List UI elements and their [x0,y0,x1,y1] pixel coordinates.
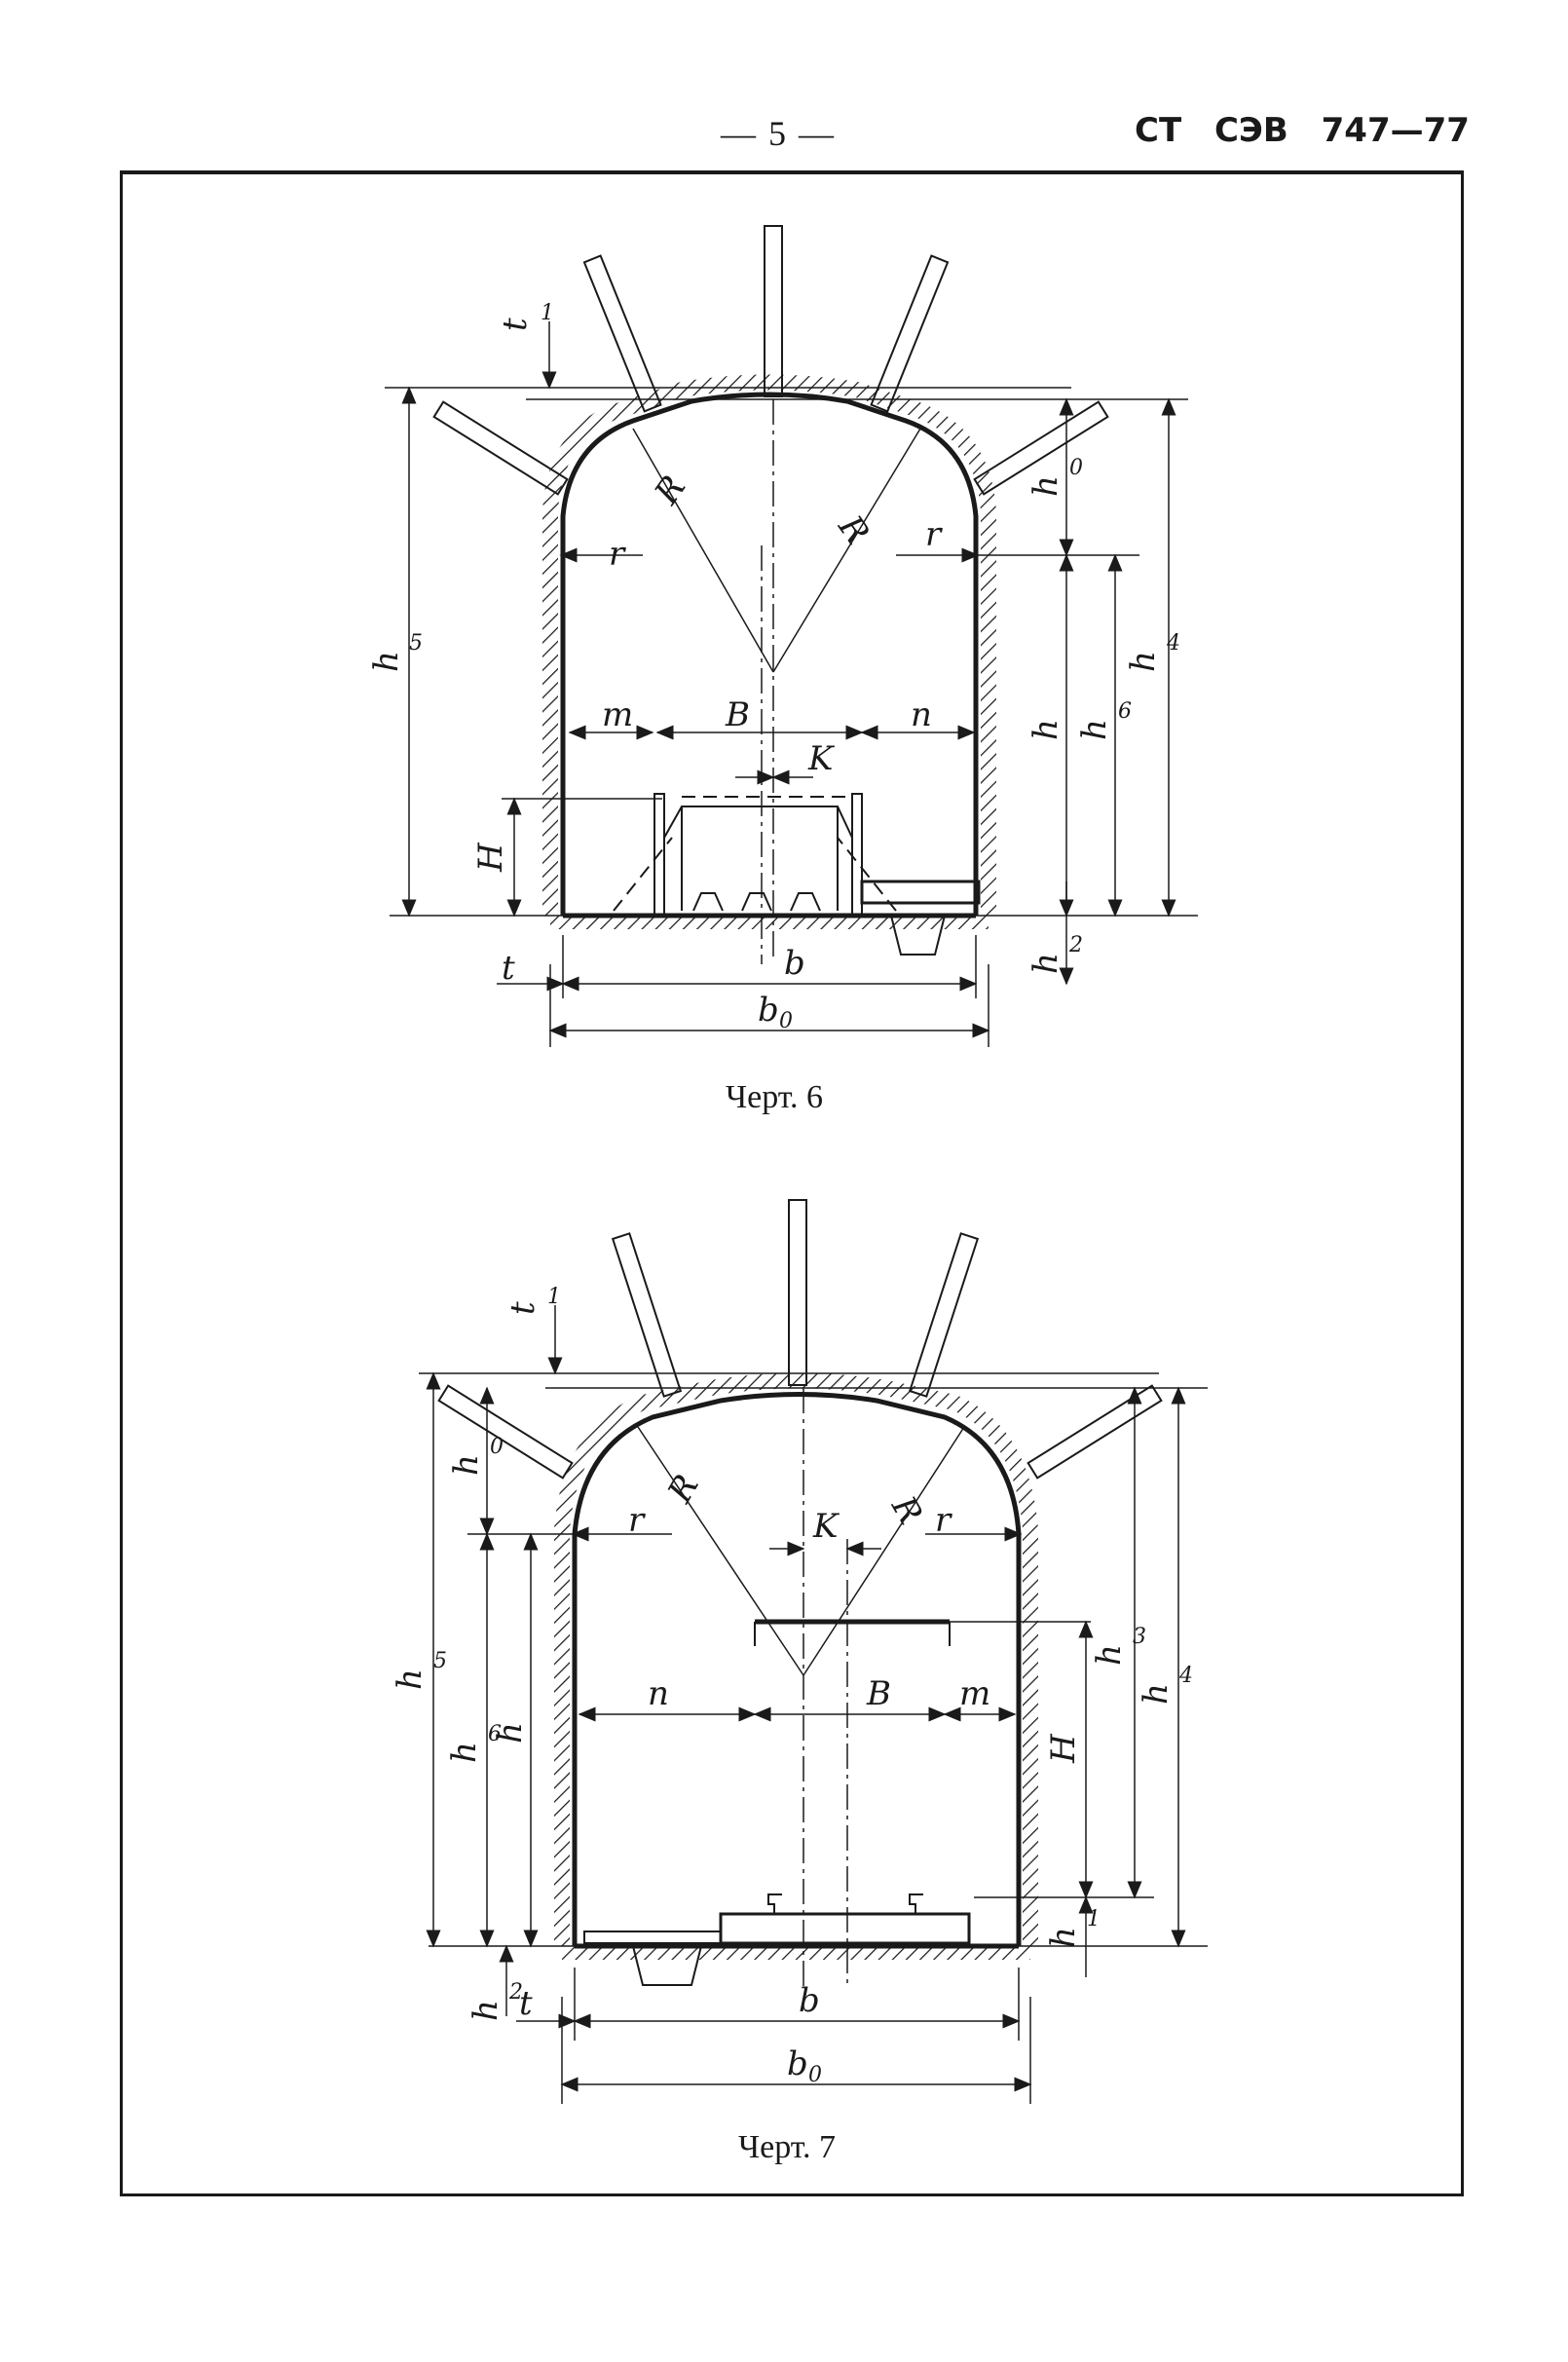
svg-text:6: 6 [488,1722,502,1746]
label-b: b [799,1981,820,2020]
rails [767,1893,923,1914]
svg-text:1: 1 [547,1285,561,1309]
overhead-vehicle [754,1619,1091,1646]
label-h3: h [1090,1644,1129,1666]
label-t: t [519,1984,533,2023]
rock-bolts [432,225,1109,496]
label-m: m [959,1674,990,1713]
floor-hatch [550,916,989,929]
svg-text:0: 0 [779,1009,793,1033]
label-K: K [807,739,836,778]
lining-hatch [554,1372,1038,1946]
label-h6: h [445,1742,484,1763]
label-h2: h [1027,953,1065,974]
figure-7-drawing [419,1199,1208,2104]
label-b: b [784,944,805,983]
label-h4: h [1137,1683,1176,1705]
label-h: h [491,1722,530,1743]
svg-text:0: 0 [490,1435,504,1459]
svg-text:2: 2 [508,1980,523,2005]
label-n: n [648,1674,669,1713]
label-h: h [1027,719,1065,740]
floor-hatch [562,1946,1030,1960]
svg-text:1: 1 [541,301,554,325]
standard-code: СТ СЭВ 747—77 [1135,111,1470,150]
figure-6-caption: Черт. 6 [726,1079,824,1115]
svg-text:2: 2 [1068,933,1083,957]
label-K: K [812,1507,840,1546]
drain-channel [890,915,946,956]
label-r-left: r [609,535,626,574]
label-R-left: R [647,469,693,512]
label-h6: h [1075,719,1114,740]
figure-6-drawing [385,225,1198,1047]
svg-text:0: 0 [1069,456,1083,480]
svg-text:1: 1 [1087,1907,1101,1931]
svg-text:5: 5 [433,1649,447,1673]
label-H: H [1044,1733,1083,1764]
svg-text:6: 6 [1118,699,1132,724]
label-h0: h [447,1454,486,1476]
tunnel-outline [560,392,979,916]
label-t1: t [504,1301,542,1315]
svg-text:3: 3 [1133,1625,1146,1649]
label-r-right: r [925,515,943,554]
label-b0: b [758,991,779,1030]
label-r-left: r [628,1501,646,1540]
page-number: — 5 — [721,114,836,153]
label-R-left: R [660,1468,707,1510]
track-sleeper [719,1912,971,1945]
track-sleeper [860,880,981,905]
label-B: B [725,695,750,734]
label-R-right: R [830,507,877,551]
svg-text:5: 5 [409,631,423,656]
label-h2: h [467,2000,505,2021]
label-m: m [602,695,633,734]
label-h5: h [367,651,406,672]
drain-channel [632,1945,702,1986]
label-h1: h [1044,1927,1083,1948]
label-H: H [471,842,510,873]
label-R-right: R [883,1489,930,1531]
label-r-right: r [935,1501,952,1540]
tunnel-outline [572,1392,1022,1946]
figure-7-labels: t 1 r r R R h 0 h 5 h 6 h K n B m h 3 h … [391,1285,1193,2087]
svg-text:4: 4 [1178,1664,1193,1688]
label-B: B [866,1674,891,1713]
label-h5: h [391,1668,429,1690]
label-b0: b [787,2044,808,2083]
label-t: t [502,949,515,988]
label-h4: h [1124,651,1163,672]
label-n: n [911,695,932,734]
label-t1: t [496,318,535,331]
label-h0: h [1027,475,1065,497]
svg-text:0: 0 [808,2063,822,2087]
svg-text:4: 4 [1166,631,1180,656]
figure-7-caption: Черт. 7 [738,2129,837,2165]
page-header: — 5 — СТ СЭВ 747—77 [0,105,1568,164]
lining-hatch [542,374,996,916]
drawing-frame [120,170,1464,2196]
rock-bolts [437,1199,1163,1480]
vehicle-outline [613,793,897,917]
